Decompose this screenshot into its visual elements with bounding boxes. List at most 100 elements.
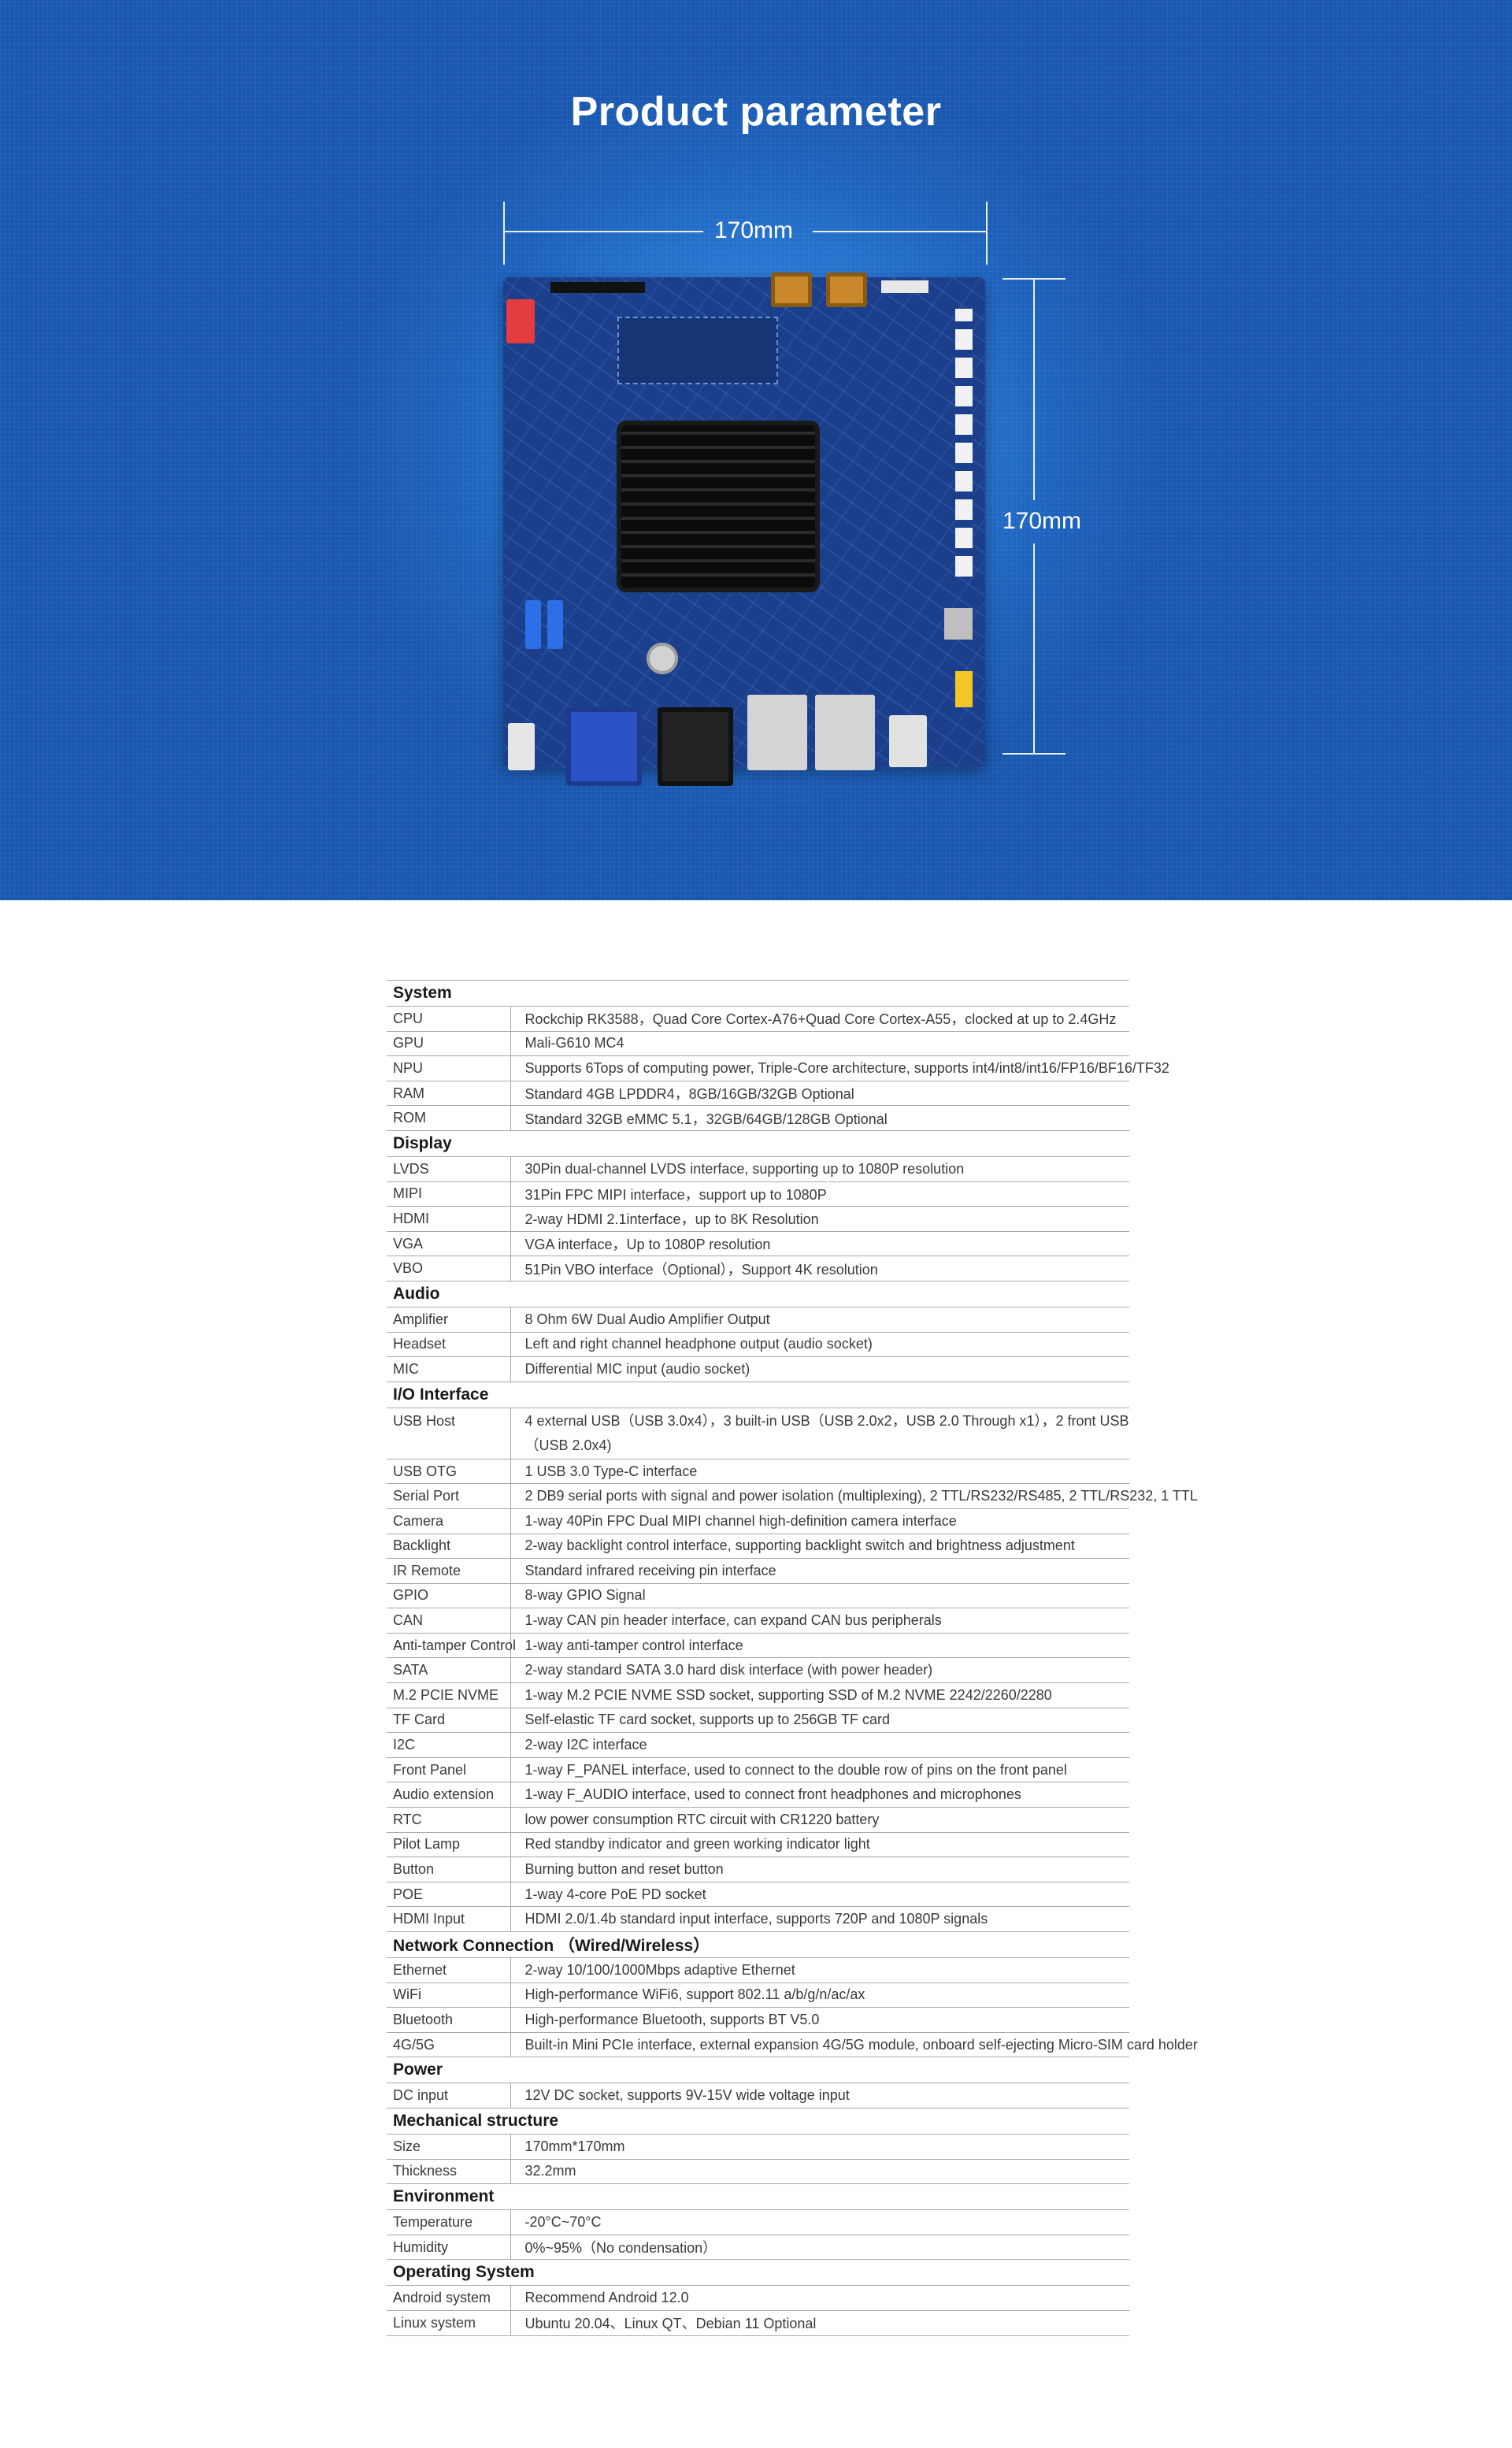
spec-value: Rockchip RK3588，Quad Core Cortex-A76+Qua…	[510, 1006, 1129, 1032]
section-title: System	[387, 980, 1129, 1007]
spec-value: -20°C~70°C	[510, 2209, 1129, 2235]
spec-value: 2-way 10/100/1000Mbps adaptive Ethernet	[510, 1957, 1129, 1983]
sim-slot	[944, 608, 973, 640]
section-header: I/O Interface	[387, 1382, 1129, 1408]
sata-port-2	[547, 600, 563, 649]
section-title: Operating System	[387, 2259, 1129, 2287]
serial-port	[658, 707, 733, 786]
m2-slot	[617, 317, 778, 384]
spec-value: 4 external USB（USB 3.0x4），3 built-in USB…	[510, 1408, 1129, 1460]
ethernet-port-1	[747, 695, 807, 770]
red-connector	[506, 299, 535, 343]
yellow-connector	[955, 671, 973, 707]
spec-value: 1-way F_AUDIO interface, used to connect…	[510, 1782, 1129, 1808]
section-title: Mechanical structure	[387, 2108, 1129, 2135]
section-title: Display	[387, 1130, 1129, 1157]
spec-key: GPIO	[387, 1583, 511, 1609]
spec-value: 2-way HDMI 2.1interface，up to 8K Resolut…	[510, 1206, 1129, 1232]
spec-key: NPU	[387, 1055, 511, 1081]
spec-value: 12V DC socket, supports 9V-15V wide volt…	[510, 2083, 1129, 2109]
spec-value: Built-in Mini PCIe interface, external e…	[510, 2032, 1198, 2058]
spec-value: Standard 4GB LPDDR4，8GB/16GB/32GB Option…	[510, 1081, 1129, 1107]
spec-value: HDMI 2.0/1.4b standard input interface, …	[510, 1906, 1129, 1932]
spec-value: 32.2mm	[510, 2159, 1129, 2185]
spec-key: IR Remote	[387, 1558, 511, 1584]
spec-key: Serial Port	[387, 1483, 511, 1509]
spec-key: GPU	[387, 1031, 511, 1057]
spec-value: 1-way 4-core PoE PD socket	[510, 1882, 1129, 1908]
spec-value: Supports 6Tops of computing power, Tripl…	[510, 1055, 1169, 1081]
pcb	[503, 273, 985, 767]
top-header-strip	[550, 282, 645, 293]
spec-value: 2 DB9 serial ports with signal and power…	[510, 1483, 1198, 1509]
spec-key: MIPI	[387, 1181, 511, 1207]
section-header: Environment	[387, 2183, 1129, 2211]
section-title: Environment	[387, 2183, 1129, 2211]
height-dim-line-bottom	[1033, 543, 1035, 753]
section-title: I/O Interface	[387, 1382, 1129, 1408]
spec-key: USB OTG	[387, 1459, 511, 1485]
spec-key: LVDS	[387, 1156, 511, 1182]
mainboard-photo	[500, 273, 987, 788]
spec-key: Backlight	[387, 1534, 511, 1560]
spec-value: 2-way backlight control interface, suppo…	[510, 1534, 1129, 1560]
section-header: Display	[387, 1130, 1129, 1157]
spec-key: Bluetooth	[387, 2007, 511, 2033]
spec-key: TF Card	[387, 1708, 511, 1734]
spec-key: 4G/5G	[387, 2032, 511, 2058]
spec-value: Standard 32GB eMMC 5.1，32GB/64GB/128GB O…	[510, 1105, 1129, 1131]
spec-value: low power consumption RTC circuit with C…	[510, 1807, 1129, 1833]
spec-key: Amplifier	[387, 1307, 511, 1333]
spec-key: ROM	[387, 1105, 511, 1131]
spec-value: 0%~95%（No condensation）	[510, 2235, 1129, 2261]
width-dim-line-right	[813, 231, 986, 232]
spec-key: Ethernet	[387, 1957, 511, 1983]
heatsink	[621, 425, 815, 588]
spec-key: RTC	[387, 1807, 511, 1833]
spec-value: 1-way 40Pin FPC Dual MIPI channel high-d…	[510, 1508, 1129, 1534]
spec-value: Left and right channel headphone output …	[510, 1332, 1129, 1358]
spec-key: HDMI	[387, 1206, 511, 1232]
spec-key: RAM	[387, 1081, 511, 1107]
spec-value: 8-way GPIO Signal	[510, 1583, 1129, 1609]
height-dim-tick-bottom	[1002, 753, 1065, 755]
spec-value: 1-way F_PANEL interface, used to connect…	[510, 1757, 1129, 1783]
spec-key: Humidity	[387, 2235, 511, 2261]
spec-row: Temperature-20°C~70°C	[387, 2209, 1129, 2235]
spec-key: M.2 PCIE NVME	[387, 1682, 511, 1708]
spec-value: 170mm*170mm	[510, 2134, 1129, 2160]
spec-key: MIC	[387, 1356, 511, 1382]
section-header: Operating System	[387, 2259, 1129, 2287]
spec-value: Red standby indicator and green working …	[510, 1832, 1129, 1858]
spec-value: High-performance WiFi6, support 802.11 a…	[510, 1983, 1129, 2008]
width-dim-tick-right	[986, 202, 988, 265]
spec-value: 1 USB 3.0 Type-C interface	[510, 1459, 1129, 1485]
spec-key: Thickness	[387, 2159, 511, 2185]
white-connectors-right	[955, 309, 973, 577]
